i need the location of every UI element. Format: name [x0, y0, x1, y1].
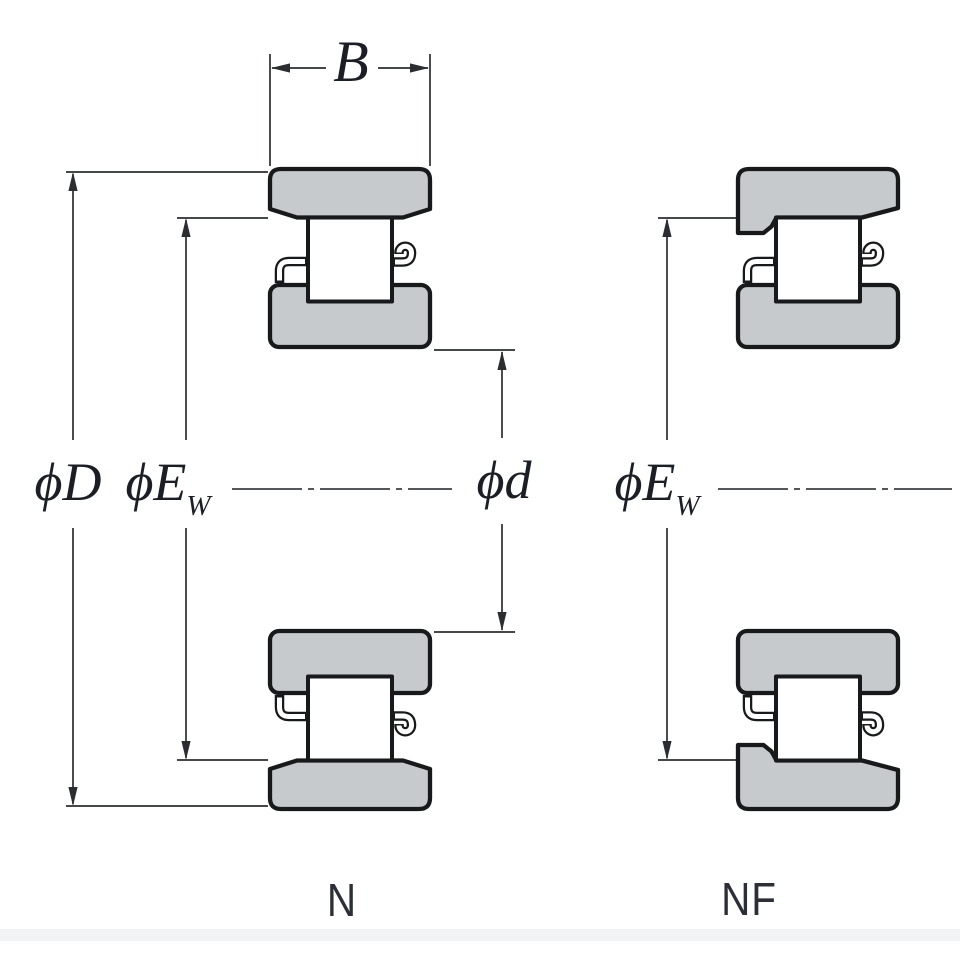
page-edge-band	[0, 929, 960, 941]
arrowhead-down	[68, 787, 78, 806]
arrowhead-down	[662, 741, 672, 760]
roller-section	[774, 215, 862, 304]
raceway-diameter-subscript: W	[675, 490, 700, 522]
arrowhead-up	[662, 218, 672, 237]
raceway-diameter-label-right: ϕEW	[614, 452, 699, 521]
arrowhead-up	[181, 218, 191, 237]
dim-B	[269, 54, 431, 166]
raceway-diameter-main: ϕE	[125, 452, 187, 512]
bearing-n-bottom-half	[270, 631, 430, 809]
arrowhead-down	[181, 741, 191, 760]
roller-section	[306, 215, 394, 304]
arrowhead-right	[410, 63, 429, 73]
raceway-diameter-label-left: ϕEW	[125, 452, 210, 521]
bore-diameter-label: ϕd	[476, 450, 532, 510]
bearing-nf-top-half	[735, 166, 901, 350]
bearing-nf-bottom-half	[738, 631, 898, 809]
arrowhead-left	[271, 63, 290, 73]
arrowhead-down	[497, 612, 507, 631]
raceway-diameter-main: ϕE	[614, 452, 676, 512]
cage-left-core	[745, 259, 773, 281]
bearing-type-label-n: N	[326, 874, 358, 926]
cage-right-core	[863, 243, 882, 265]
dim-phiEw-left	[177, 217, 268, 761]
bearing-type-label-nf: NF	[721, 873, 777, 925]
cage-right-core	[395, 243, 414, 265]
dim-phid	[434, 349, 515, 633]
dim-phiEw-right	[658, 217, 736, 761]
arrowhead-up	[497, 351, 507, 370]
width-dim-label: B	[333, 29, 369, 94]
outer-ring-section	[267, 166, 433, 220]
dim-phiD	[66, 171, 268, 807]
bearing-n-top-half	[267, 166, 433, 350]
cage-left-core	[277, 259, 305, 281]
arrowhead-up	[68, 172, 78, 191]
outer-diameter-label: ϕD	[34, 452, 102, 512]
raceway-diameter-subscript: W	[186, 490, 211, 522]
